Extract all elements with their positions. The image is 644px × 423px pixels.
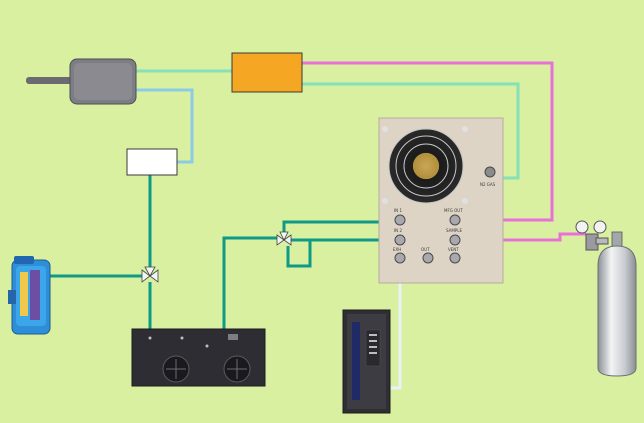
teal-line	[50, 175, 392, 352]
pink-line	[302, 61, 586, 242]
panel-label-vent: VENT	[448, 247, 459, 252]
three-way-valve-icon	[141, 266, 159, 283]
light-blue-line	[134, 88, 194, 164]
panel-label-in2: IN 2	[394, 228, 402, 233]
panel-label-mfg-out: MFG OUT	[444, 208, 463, 213]
gas-panel: N2 GAS IN 1 MFG OUT IN 2 SAMPLE EXH VENT…	[378, 117, 504, 284]
gas-cylinder	[597, 231, 637, 377]
fan-port-label: N2 GAS	[480, 182, 496, 187]
panel-label-sample: SAMPLE	[446, 228, 462, 233]
fan-icon	[166, 359, 247, 379]
probe-sensor	[26, 58, 137, 105]
mint-line	[134, 69, 520, 180]
three-way-valve-icon	[276, 231, 292, 246]
fan-icon	[389, 129, 463, 203]
pressure-regulator-icon	[575, 220, 609, 251]
orange-controller-box	[231, 52, 303, 93]
panel-label-out: OUT	[421, 247, 430, 252]
white-line	[388, 262, 402, 390]
flowmeter-device	[342, 309, 391, 414]
panel-label-exh: EXH	[393, 247, 401, 252]
white-flow-box	[126, 148, 178, 176]
control-unit-device	[131, 328, 266, 387]
panel-label-in1: IN 1	[394, 208, 402, 213]
compressor	[8, 256, 51, 335]
